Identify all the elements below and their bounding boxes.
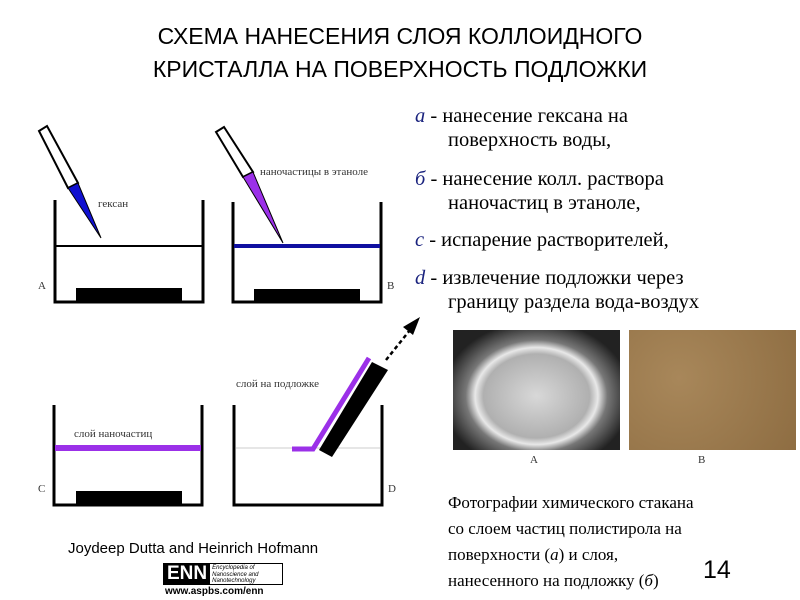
label-hexane: гексан bbox=[98, 198, 128, 210]
photo-label-a: A bbox=[530, 454, 538, 466]
photo-substrate bbox=[629, 330, 796, 450]
label-nanoparticles-ethanol: наночастицы в этаноле bbox=[260, 166, 368, 178]
source-url: www.aspbs.com/enn bbox=[165, 586, 264, 597]
panel-label-b: B bbox=[387, 280, 394, 292]
photo-caption: Фотографии химического стакана со слоем … bbox=[448, 493, 694, 590]
panel-a: гексан A bbox=[37, 124, 205, 304]
substrate-withdrawn bbox=[319, 362, 388, 457]
panel-d: слой на подложке D bbox=[232, 317, 420, 507]
photo-beaker bbox=[453, 330, 620, 450]
photo-label-b: B bbox=[698, 454, 706, 466]
pipette-nanoparticles bbox=[214, 125, 284, 244]
arrow-up-icon bbox=[403, 317, 420, 335]
label-layer-on-substrate: слой на подложке bbox=[236, 378, 319, 390]
substrate bbox=[76, 491, 182, 505]
label-particle-layer: слой наночастиц bbox=[74, 428, 152, 440]
step-c: c - испарение растворителей, bbox=[415, 229, 669, 251]
process-diagram: гексан A наночастицы в этаноле B слой на… bbox=[37, 124, 420, 507]
slide-title: СХЕМА НАНЕСЕНИЯ СЛОЯ КОЛЛОИДНОГО КРИСТАЛ… bbox=[152, 23, 648, 82]
enn-logo: ENN Encyclopedia of Nanoscience and Nano… bbox=[163, 563, 284, 585]
authors: Joydeep Dutta and Heinrich Hofmann bbox=[68, 540, 319, 557]
panel-b: наночастицы в этаноле B bbox=[214, 125, 394, 304]
panel-label-c: C bbox=[38, 483, 45, 495]
panel-label-d: D bbox=[388, 483, 396, 495]
panel-label-a: A bbox=[38, 280, 46, 292]
substrate bbox=[76, 288, 182, 302]
pipette-hexane bbox=[37, 124, 102, 239]
page-number: 14 bbox=[703, 556, 731, 584]
substrate bbox=[254, 289, 360, 302]
panel-c: слой наночастиц C bbox=[38, 405, 204, 507]
